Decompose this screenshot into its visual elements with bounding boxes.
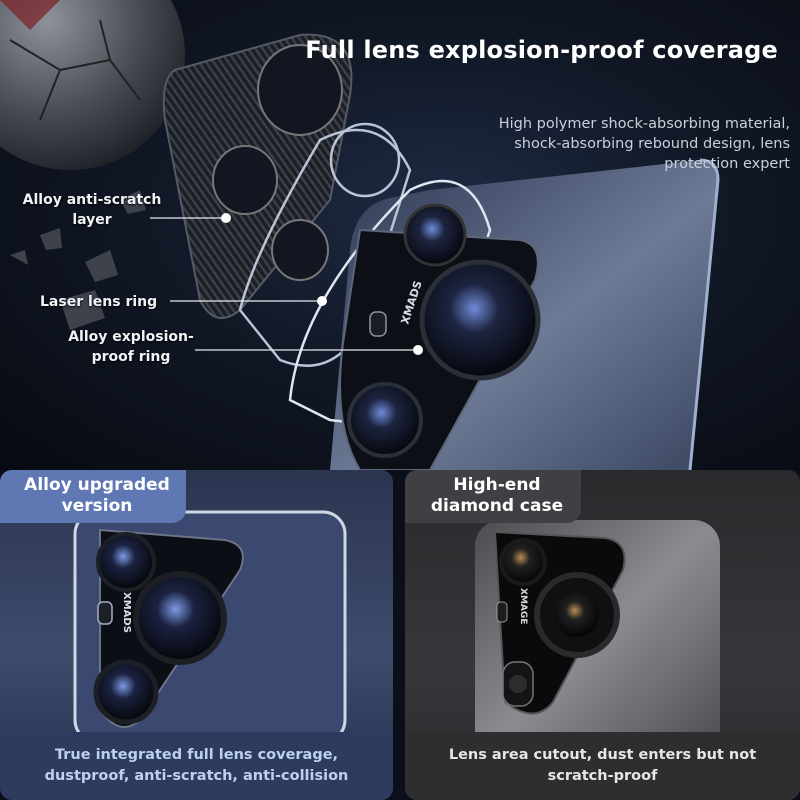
hero-title: Full lens explosion-proof coverage <box>305 36 778 64</box>
caption-alloy: True integrated full lens coverage, dust… <box>0 732 393 800</box>
callout-laser-lens-ring: Laser lens ring <box>40 294 158 310</box>
ring-layer-striped <box>162 33 353 319</box>
callout-explosion-proof-ring: Alloy explosion-proof ring <box>68 329 194 365</box>
hero-camera-module: XMADS <box>339 203 541 470</box>
diamond-phone-illustration: XMAGE <box>475 520 720 760</box>
tag-alloy-upgraded: Alloy upgraded version <box>0 470 186 523</box>
tag-diamond-case: High-end diamond case <box>405 470 581 523</box>
rock-graphic <box>0 0 185 170</box>
diamond-engraving: XMAGE <box>518 588 528 624</box>
caption-diamond: Lens area cutout, dust enters but not sc… <box>405 732 800 800</box>
comparison-panel-alloy: XMADS Alloy upgraded version True integr… <box>0 470 393 800</box>
callout-lines <box>150 217 418 351</box>
hero-subtitle: High polymer shock-absorbing material, s… <box>498 116 790 172</box>
callout-dots <box>221 213 423 355</box>
hero-section: XMADS Full lens explosion-proof coverage… <box>0 0 800 470</box>
alloy-engraving: XMADS <box>121 592 132 633</box>
comparison-panel-diamond: XMAGE High-end diamond case Lens area cu… <box>405 470 800 800</box>
alloy-phone-illustration: XMADS <box>73 510 347 744</box>
hero-illustration: XMADS <box>0 0 720 470</box>
ring-layer-laser <box>238 122 412 367</box>
callout-anti-scratch-layer: Alloy anti-scratch layer <box>22 192 162 228</box>
